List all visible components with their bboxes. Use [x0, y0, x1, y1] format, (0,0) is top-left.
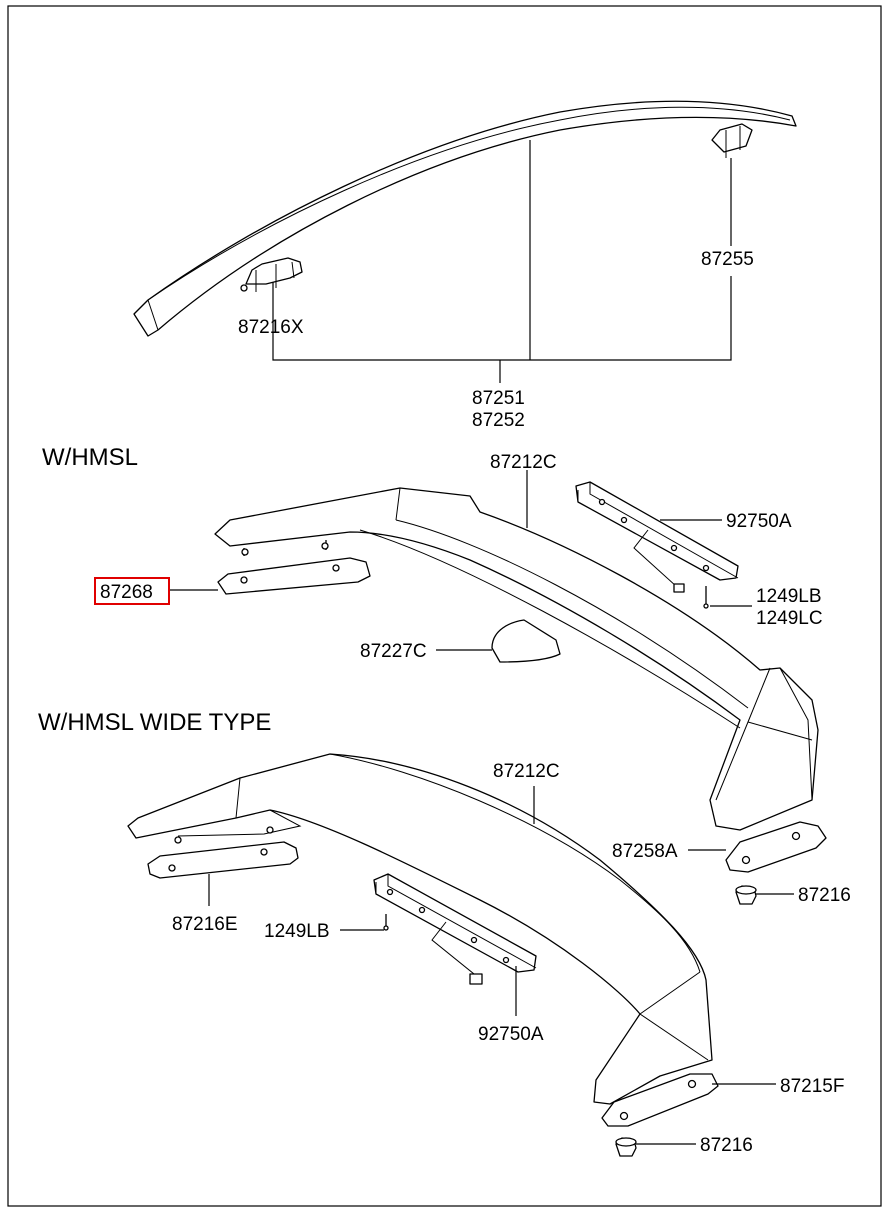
clip-left[interactable]: [240, 257, 303, 292]
lamp-92750a-top[interactable]: [575, 481, 739, 609]
pad-87258a[interactable]: [725, 821, 827, 873]
label-87212c-top: 87212C: [490, 452, 557, 473]
clip-right[interactable]: [711, 123, 753, 158]
label-87255: 87255: [701, 249, 754, 270]
pad-87268[interactable]: [217, 557, 371, 595]
pad-87216e[interactable]: [147, 841, 299, 879]
pad-87215f[interactable]: [601, 1073, 719, 1127]
label-1249lb-top: 1249LB: [756, 586, 822, 607]
spoiler-hmsl[interactable]: [214, 487, 819, 831]
label-1249lb-bottom: 1249LB: [264, 921, 330, 942]
page-frame: [7, 5, 882, 1207]
label-92750a-bottom: 92750A: [478, 1024, 544, 1045]
nut-87216-top[interactable]: [735, 885, 757, 905]
label-87216e: 87216E: [172, 914, 238, 935]
section-title-hmsl: W/HMSL: [42, 444, 138, 471]
label-92750a-top: 92750A: [726, 511, 792, 532]
cover-87227c[interactable]: [491, 619, 561, 663]
label-87216x: 87216X: [238, 317, 304, 338]
label-87227c: 87227C: [360, 641, 427, 662]
nut-87216-bottom[interactable]: [615, 1137, 637, 1157]
label-87251: 87251: [472, 388, 525, 409]
label-87216-top: 87216: [798, 885, 851, 906]
label-87216-bottom: 87216: [700, 1135, 753, 1156]
section-title-hmsl-wide: W/HMSL WIDE TYPE: [38, 709, 271, 736]
highlight-box-87268: [94, 577, 170, 605]
label-87252: 87252: [472, 410, 525, 431]
label-87215f: 87215F: [780, 1076, 844, 1097]
label-1249lc: 1249LC: [756, 608, 823, 629]
lamp-92750a-bottom[interactable]: [373, 873, 537, 985]
label-87258a: 87258A: [612, 841, 678, 862]
label-87212c-bottom: 87212C: [493, 761, 560, 782]
label-87268[interactable]: 87268: [100, 582, 153, 603]
spoiler-hmsl-wide[interactable]: [127, 753, 713, 1105]
roof-molding[interactable]: [133, 100, 797, 337]
